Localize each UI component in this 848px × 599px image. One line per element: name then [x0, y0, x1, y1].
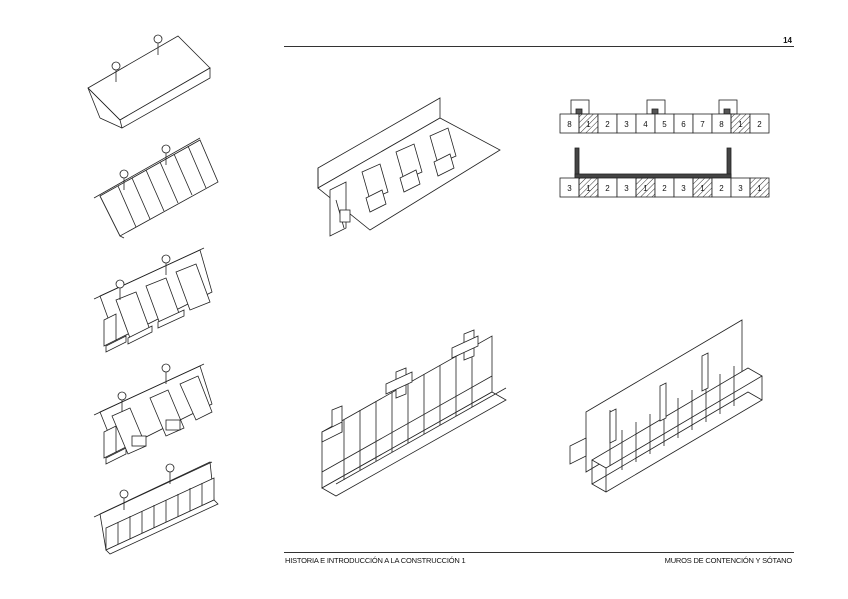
pit-excavation-drawing	[317, 97, 501, 237]
probe-icon	[119, 169, 129, 190]
counterfort-wall-drawing	[569, 319, 763, 493]
schedule-cell-label: 3	[681, 184, 686, 193]
footer-rule	[284, 552, 794, 553]
embankment-drawing	[87, 34, 211, 129]
schedule-cell-label: 2	[605, 120, 610, 129]
buttress-phase-2-drawing	[93, 363, 213, 465]
schedule-cell-row1: 8	[711, 113, 732, 134]
finished-wall-drawing	[93, 461, 219, 555]
schedule-cell-label: 6	[681, 120, 686, 129]
schedule-cell-label: 8	[719, 120, 724, 129]
schedule-cell-label: 1	[586, 184, 591, 193]
schedule-cell-row2: 1	[635, 177, 656, 198]
schedule-cell-row2: 3	[559, 177, 580, 198]
schedule-cell-row2: 2	[711, 177, 732, 198]
probe-icon	[119, 489, 129, 510]
phasing-schedule: 8 1 2 3 4 5 6 7 8 1 2 3 1 2 3 1 2 3 1 2 3 1	[559, 99, 770, 198]
schedule-cell-label: 3	[567, 184, 572, 193]
schedule-cell-row1: 7	[692, 113, 713, 134]
schedule-cell-label: 3	[738, 184, 743, 193]
schedule-cell-row2: 2	[597, 177, 618, 198]
schedule-cell-label: 8	[567, 120, 572, 129]
probe-icon	[161, 254, 171, 275]
schedule-cell-label: 3	[624, 120, 629, 129]
footer-right: MUROS DE CONTENCIÓN Y SÓTANO	[664, 556, 793, 565]
header-rule	[284, 46, 794, 47]
schedule-cell-label: 4	[643, 120, 648, 129]
schedule-cell-row1: 5	[654, 113, 675, 134]
buttress-phase-1-drawing	[93, 247, 213, 353]
probe-icon	[165, 463, 175, 484]
schedule-cell-row1: 8	[559, 113, 580, 134]
pit-box	[429, 127, 457, 177]
probe-icon	[153, 34, 163, 55]
schedule-cell-row1: 1	[730, 113, 751, 134]
wall-construction-drawing	[321, 329, 507, 497]
schedule-cell-row2: 3	[673, 177, 694, 198]
pit-box	[361, 163, 389, 213]
probe-icon	[115, 279, 125, 300]
schedule-cell-row2: 1	[578, 177, 599, 198]
schedule-cell-label: 5	[662, 120, 667, 129]
schedule-cell-label: 1	[738, 120, 743, 129]
schedule-cell-label: 1	[700, 184, 705, 193]
probe-icon	[161, 144, 171, 165]
schedule-cell-row1: 2	[597, 113, 618, 134]
schedule-cell-row1: 2	[749, 113, 770, 134]
pit-marker	[570, 99, 590, 115]
pit-marker	[646, 99, 666, 115]
schedule-cell-row2: 3	[730, 177, 751, 198]
schedule-cell-row1: 4	[635, 113, 656, 134]
footer-left: HISTORIA E INTRODUCCIÓN A LA CONSTRUCCIÓ…	[285, 556, 466, 565]
schedule-cell-row1: 3	[616, 113, 637, 134]
schedule-cell-row2: 2	[654, 177, 675, 198]
schedule-cell-label: 1	[757, 184, 762, 193]
pit-box	[395, 143, 423, 193]
probe-icon	[161, 363, 171, 384]
retaining-section	[574, 147, 732, 179]
schedule-cell-label: 7	[700, 120, 705, 129]
probe-icon	[111, 61, 121, 82]
schedule-cell-label: 2	[662, 184, 667, 193]
schedule-cell-label: 1	[586, 120, 591, 129]
schedule-cell-label: 1	[643, 184, 648, 193]
schedule-cell-label: 3	[624, 184, 629, 193]
schedule-cell-label: 2	[719, 184, 724, 193]
schedule-cell-row1: 6	[673, 113, 694, 134]
schedule-cell-label: 2	[757, 120, 762, 129]
page-number: 14	[783, 36, 792, 45]
pit-marker	[718, 99, 738, 115]
excavation-drawing	[93, 137, 219, 239]
schedule-cell-row2: 1	[749, 177, 770, 198]
probe-icon	[117, 391, 127, 412]
schedule-cell-row1: 1	[578, 113, 599, 134]
schedule-cell-row2: 1	[692, 177, 713, 198]
schedule-cell-label: 2	[605, 184, 610, 193]
schedule-cell-row2: 3	[616, 177, 637, 198]
